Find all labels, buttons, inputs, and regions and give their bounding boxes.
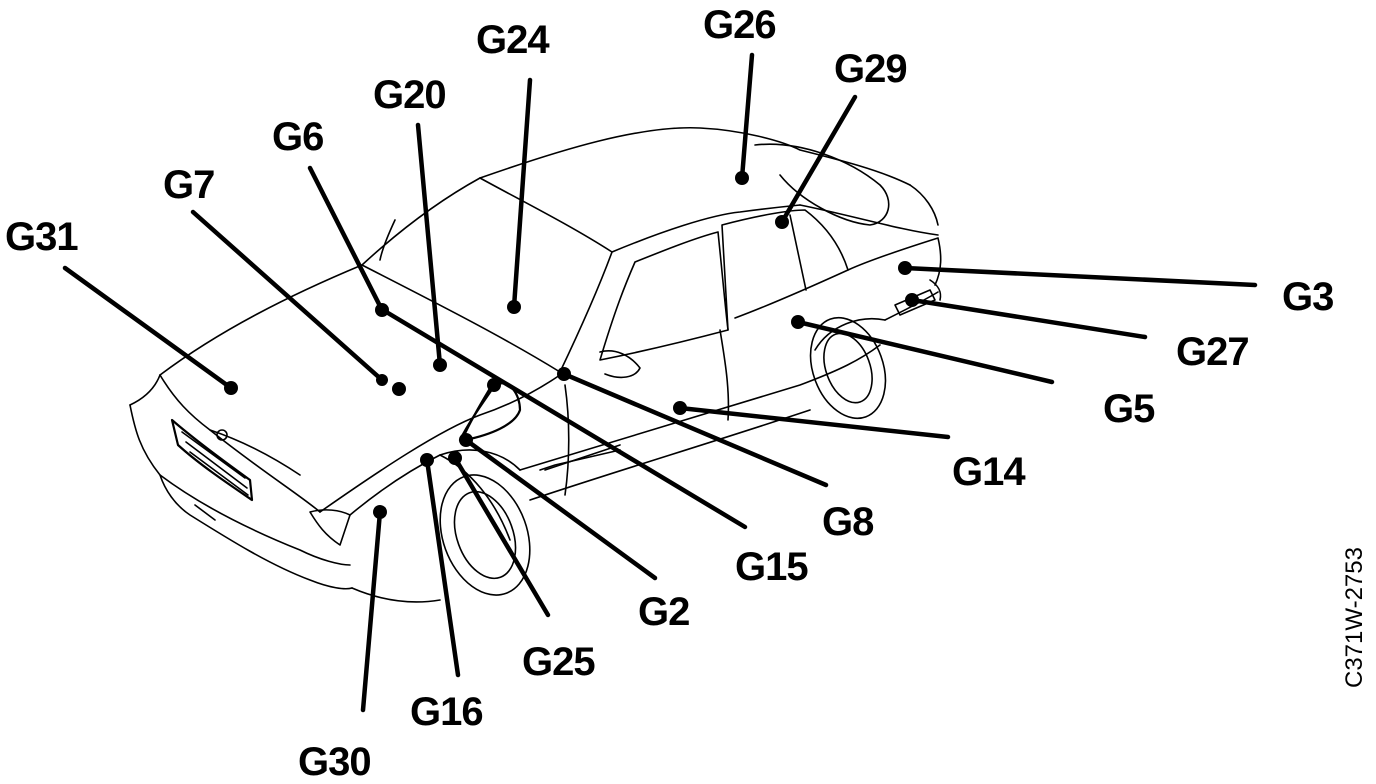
ground-point-g16	[420, 453, 434, 467]
leader-line-g5	[795, 319, 1055, 385]
leader-line-g20	[415, 122, 443, 368]
leader-lines	[62, 52, 1258, 713]
ground-point-g26	[735, 171, 749, 185]
leader-line-g26	[739, 52, 755, 181]
callout-g7: G7	[163, 163, 214, 207]
ground-point-g6	[375, 303, 389, 317]
leader-line-g6	[307, 165, 385, 313]
callout-g25: G25	[522, 640, 595, 684]
ground-point-g8	[557, 367, 571, 381]
ground-point-g7b	[392, 382, 406, 396]
leader-line-g30	[360, 509, 383, 713]
leader-line-g29	[779, 94, 858, 225]
leader-line-g14	[677, 405, 951, 440]
callout-g2: G2	[638, 590, 689, 634]
callout-g24: G24	[476, 18, 550, 62]
callout-g27: G27	[1176, 330, 1249, 374]
callout-g30: G30	[298, 740, 371, 784]
ground-point-g15	[487, 378, 501, 392]
leader-line-g31	[62, 265, 234, 391]
ground-point-g5	[791, 315, 805, 329]
leader-line-g25	[452, 455, 551, 618]
ground-point-g31	[224, 381, 238, 395]
callout-g26: G26	[703, 3, 776, 47]
leader-line-g2	[463, 437, 658, 581]
callout-g3: G3	[1282, 275, 1333, 319]
leader-line-g24	[511, 77, 533, 310]
ground-points	[224, 171, 919, 519]
callout-g5: G5	[1103, 387, 1155, 431]
callout-g31: G31	[5, 215, 78, 259]
ground-point-g3	[898, 261, 912, 275]
leader-line-g15	[380, 307, 748, 530]
ground-point-g20	[433, 358, 447, 372]
callout-g15: G15	[735, 545, 808, 589]
ground-point-g25	[448, 451, 462, 465]
car-outline	[129, 126, 942, 603]
ground-point-g14	[673, 401, 687, 415]
leader-line-g7	[190, 209, 385, 383]
ground-point-g30	[373, 505, 387, 519]
leader-line-g27	[909, 297, 1148, 340]
ground-point-g27	[905, 293, 919, 307]
callout-g6: G6	[272, 115, 323, 159]
ground-point-g7a	[376, 374, 388, 386]
callout-g29: G29	[834, 47, 907, 91]
leader-line-g3	[902, 265, 1258, 288]
leader-line-g16	[424, 457, 461, 678]
ground-point-g2	[459, 433, 473, 447]
leader-line-g8	[561, 371, 829, 488]
callout-g20: G20	[373, 73, 446, 117]
callout-g14: G14	[952, 450, 1026, 494]
ground-point-g24	[507, 300, 521, 314]
callout-labels: G31 G7 G6 G20 G24 G26 G29 G3 G27 G5 G14 …	[5, 3, 1334, 784]
callout-g16: G16	[410, 690, 483, 734]
callout-g8: G8	[822, 500, 874, 544]
ground-point-g29	[775, 215, 789, 229]
figure-code: C371W-2753	[1341, 547, 1368, 688]
